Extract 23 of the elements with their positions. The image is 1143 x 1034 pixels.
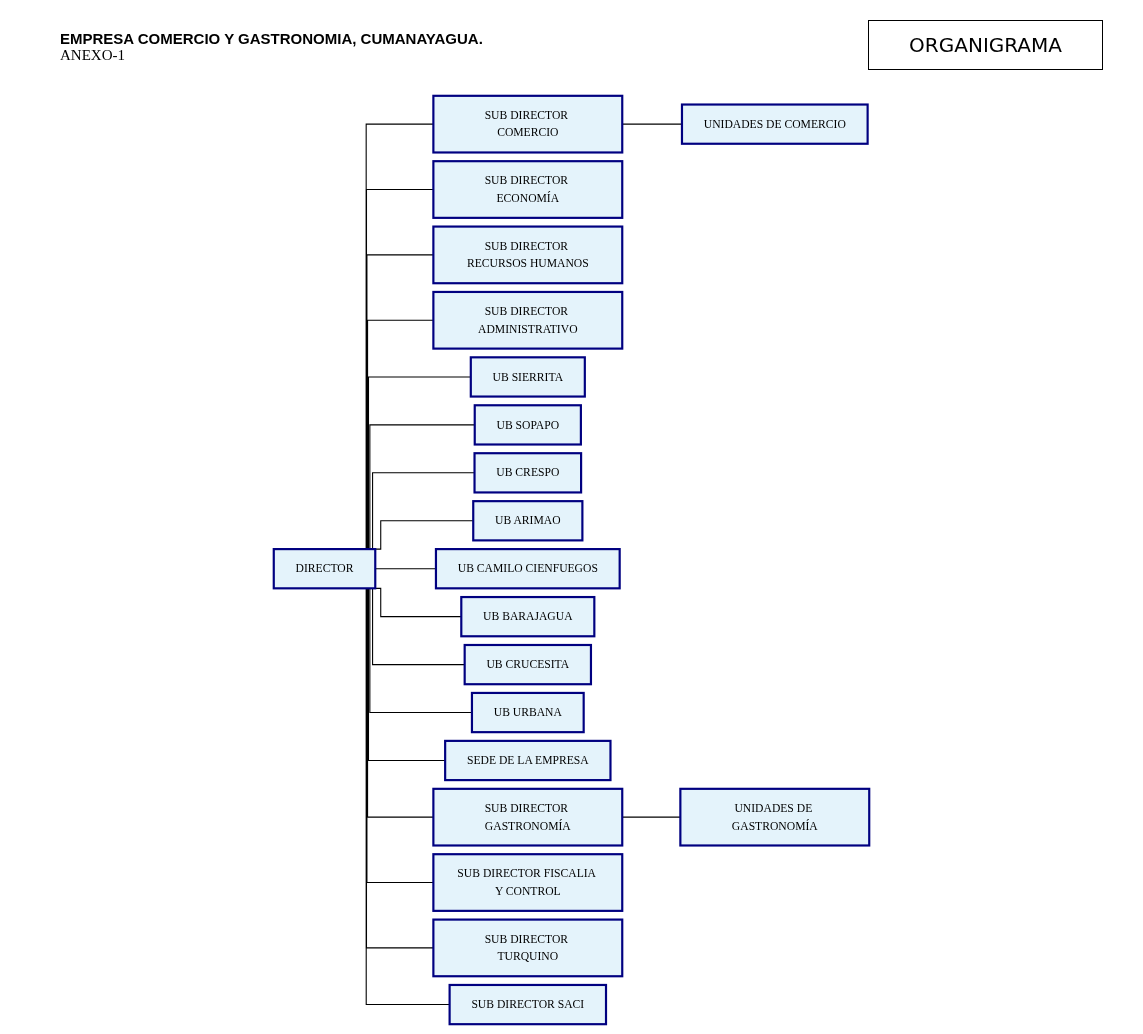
node-box: DIRECTOR [272, 548, 377, 590]
node-box: UB CRUCESITA [463, 643, 593, 686]
node-box: UB CAMILO CIENFUEGOS [434, 548, 621, 590]
node-box: UB CRESPO [473, 452, 583, 494]
node-box: UB SOPAPO [473, 404, 582, 446]
node-box: UNIDADES DE GASTRONOMÍA [679, 787, 871, 847]
node-box: UB URBANA [470, 691, 585, 734]
node-box: SUB DIRECTOR RECURSOS HUMANOS [432, 225, 624, 285]
node-box: UB BARAJAGUA [460, 595, 596, 638]
node-box: SUB DIRECTOR ADMINISTRATIVO [432, 290, 624, 350]
node-box: SEDE DE LA EMPRESA [444, 739, 612, 782]
node-box: SUB DIRECTOR FISCALIA Y CONTROL [432, 853, 624, 912]
node-box: SUB DIRECTOR TURQUINO [432, 918, 624, 978]
node-box: UB ARIMAO [472, 500, 584, 542]
annex-label: ANEXO-1 [60, 47, 126, 64]
node-box: SUB DIRECTOR COMERCIO [432, 94, 624, 154]
node-box: UB SIERRITA [469, 356, 586, 398]
node-box: SUB DIRECTOR ECONOMÍA [432, 160, 624, 219]
node-box: SUB DIRECTOR SACI [448, 983, 608, 1026]
node-box: SUB DIRECTOR GASTRONOMÍA [432, 787, 624, 847]
diagram-title: ORGANIGRAMA [868, 20, 1103, 70]
node-box: UNIDADES DE COMERCIO [680, 103, 869, 145]
company-name: EMPRESA COMERCIO Y GASTRONOMIA, CUMANAYAGUA. [60, 30, 483, 47]
